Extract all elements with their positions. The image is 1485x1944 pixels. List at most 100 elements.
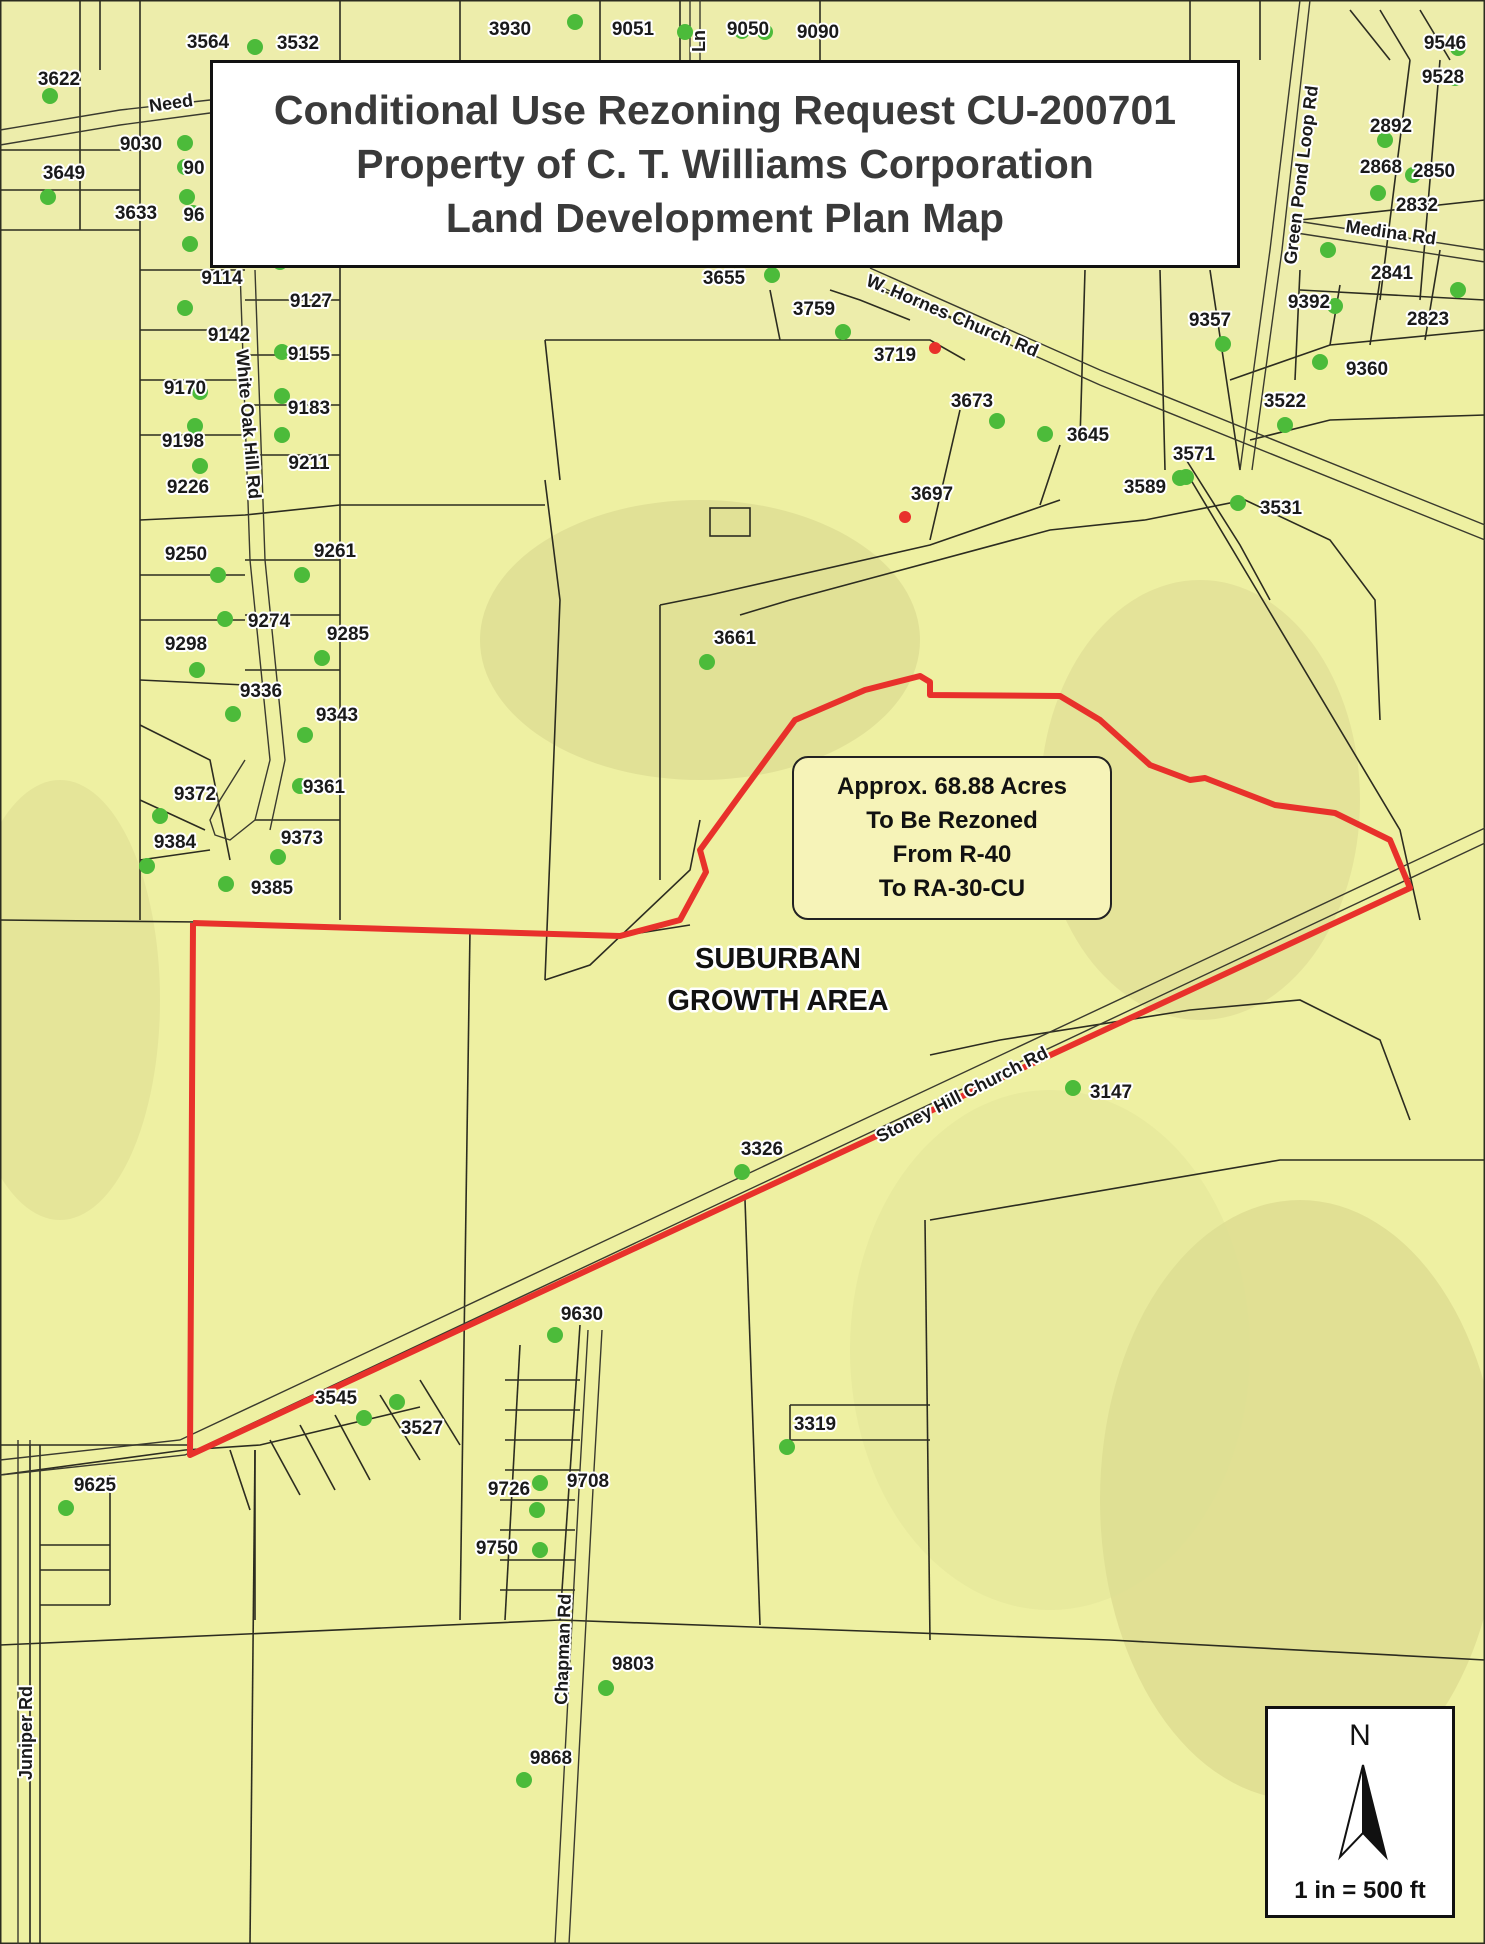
address-label-3645: 3645 bbox=[1067, 425, 1110, 446]
address-point-9630 bbox=[547, 1327, 563, 1343]
address-point-9274 bbox=[217, 611, 233, 627]
address-label-9090: 9090 bbox=[797, 22, 839, 43]
address-label-3661: 3661 bbox=[714, 628, 757, 649]
address-label-9360: 9360 bbox=[1346, 359, 1388, 380]
growth-area-label: SUBURBAN GROWTH AREA bbox=[665, 941, 891, 1020]
address-label-3326: 3326 bbox=[741, 1139, 783, 1160]
address-point-3527 bbox=[389, 1394, 405, 1410]
address-label-3564: 3564 bbox=[187, 32, 230, 53]
address-label-9708: 9708 bbox=[567, 1471, 609, 1492]
address-label-3697: 3697 bbox=[911, 484, 953, 505]
address-label-9750: 9750 bbox=[476, 1538, 518, 1559]
address-point-9708 bbox=[532, 1475, 548, 1491]
address-point-3697 bbox=[899, 511, 911, 523]
address-label-9528: 9528 bbox=[1422, 67, 1464, 88]
address-point-9726 bbox=[529, 1502, 545, 1518]
scale-label: 1 in = 500 ft bbox=[1294, 1877, 1426, 1904]
address-label-9030: 9030 bbox=[120, 134, 162, 155]
address-label-9155: 9155 bbox=[288, 344, 331, 365]
address-point-9198 bbox=[187, 418, 203, 434]
address-label-3545: 3545 bbox=[315, 1388, 358, 1409]
address-point-9298 bbox=[189, 662, 205, 678]
address-point-9868 bbox=[516, 1772, 532, 1788]
address-label-9384: 9384 bbox=[154, 832, 197, 853]
north-scale-legend: N 1 in = 500 ft bbox=[1265, 1706, 1455, 1918]
address-label-3147: 3147 bbox=[1090, 1082, 1132, 1103]
address-point-9546 bbox=[1450, 40, 1466, 56]
address-label-9726: 9726 bbox=[488, 1479, 530, 1500]
address-label-3622: 3622 bbox=[38, 69, 80, 90]
address-label-9226: 9226 bbox=[167, 477, 209, 498]
address-point-2823 bbox=[1450, 282, 1466, 298]
address-label-9343: 9343 bbox=[316, 705, 358, 726]
address-point-3522 bbox=[1277, 417, 1293, 433]
address-label-2892: 2892 bbox=[1370, 116, 1412, 137]
address-point-9250 bbox=[210, 567, 226, 583]
address-label-9361: 9361 bbox=[303, 777, 346, 798]
address-label-9261: 9261 bbox=[314, 541, 357, 562]
rezoning-action: To Be Rezoned bbox=[866, 807, 1038, 834]
address-point-96 bbox=[185, 205, 201, 221]
address-label-9373: 9373 bbox=[281, 828, 323, 849]
address-point-9343 bbox=[297, 727, 313, 743]
address-point-9373 bbox=[270, 849, 286, 865]
address-label-9274: 9274 bbox=[248, 611, 291, 632]
map-title-line3: Land Development Plan Map bbox=[445, 195, 1005, 241]
address-label-9357: 9357 bbox=[1189, 310, 1231, 331]
address-point-9226 bbox=[192, 458, 208, 474]
address-point-2841 bbox=[1320, 242, 1336, 258]
map-title-line1: Conditional Use Rezoning Request CU-2007… bbox=[273, 87, 1177, 133]
address-point-3589 bbox=[1172, 470, 1188, 486]
address-point-9361 bbox=[292, 778, 308, 794]
address-label-9211: 9211 bbox=[288, 453, 330, 474]
address-point-3531 bbox=[1230, 495, 1246, 511]
address-point-3759 bbox=[835, 324, 851, 340]
address-label-3719: 3719 bbox=[874, 345, 916, 366]
address-point-9285 bbox=[314, 650, 330, 666]
address-point-3655 bbox=[764, 267, 780, 283]
address-point-9090 bbox=[757, 24, 773, 40]
address-label-9298: 9298 bbox=[165, 634, 207, 655]
address-point-3326 bbox=[734, 1164, 750, 1180]
address-label-9392: 9392 bbox=[1288, 292, 1330, 313]
rezoning-from: From R-40 bbox=[892, 841, 1012, 868]
address-label-9198: 9198 bbox=[162, 431, 204, 452]
address-point-9051 bbox=[677, 24, 693, 40]
address-point-3319 bbox=[779, 1439, 795, 1455]
address-label-9170: 9170 bbox=[164, 378, 206, 399]
address-point-2892 bbox=[1377, 132, 1393, 148]
map-title-line2: Property of C. T. Williams Corporation bbox=[356, 141, 1094, 187]
address-label-9868: 9868 bbox=[530, 1748, 572, 1769]
address-label-9630: 9630 bbox=[561, 1304, 603, 1325]
address-point-9528 bbox=[1447, 70, 1463, 86]
address-point-9384 bbox=[139, 858, 155, 874]
address-label-9142: 9142 bbox=[208, 325, 250, 346]
address-point-3673 bbox=[989, 413, 1005, 429]
address-point-9385 bbox=[218, 876, 234, 892]
growth-area-line1: SUBURBAN bbox=[695, 943, 861, 975]
address-label-3531: 3531 bbox=[1260, 498, 1303, 519]
address-point-3645 bbox=[1037, 426, 1053, 442]
address-point-3719 bbox=[929, 342, 941, 354]
address-point-9336 bbox=[225, 706, 241, 722]
address-point-2832 bbox=[1370, 185, 1386, 201]
rezoning-boundary bbox=[187, 673, 1413, 1458]
address-point-9360 bbox=[1312, 354, 1328, 370]
address-label-3532: 3532 bbox=[277, 33, 319, 54]
road-label-ln: Ln bbox=[689, 30, 709, 52]
address-point-9357 bbox=[1215, 336, 1231, 352]
address-point-3661 bbox=[699, 654, 715, 670]
address-label-9114: 9114 bbox=[201, 268, 243, 289]
address-point-3564 bbox=[247, 39, 263, 55]
address-label-3522: 3522 bbox=[1264, 391, 1306, 412]
address-label-3649: 3649 bbox=[43, 163, 85, 184]
address-label-96: 96 bbox=[183, 205, 204, 226]
address-label-3930: 3930 bbox=[489, 19, 531, 40]
address-label-3319: 3319 bbox=[794, 1414, 836, 1435]
